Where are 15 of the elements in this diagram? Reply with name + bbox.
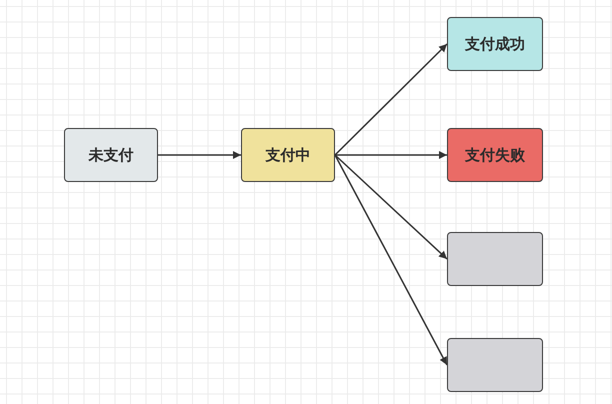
- state-label: 支付成功: [465, 34, 525, 54]
- arrow: [334, 154, 448, 260]
- state-label: 未支付: [88, 146, 134, 164]
- empty-state-box: [447, 338, 543, 392]
- empty-state-box: [447, 232, 543, 286]
- arrow: [334, 154, 448, 366]
- state-box: [447, 128, 543, 182]
- arrow: [158, 151, 241, 159]
- state-box: [241, 128, 335, 182]
- arrow: [334, 43, 448, 156]
- state-label: 支付失败: [465, 146, 525, 164]
- state-label: 支付中: [266, 146, 310, 164]
- state-box: [64, 128, 158, 182]
- state-box: [447, 17, 543, 71]
- arrow: [335, 151, 447, 159]
